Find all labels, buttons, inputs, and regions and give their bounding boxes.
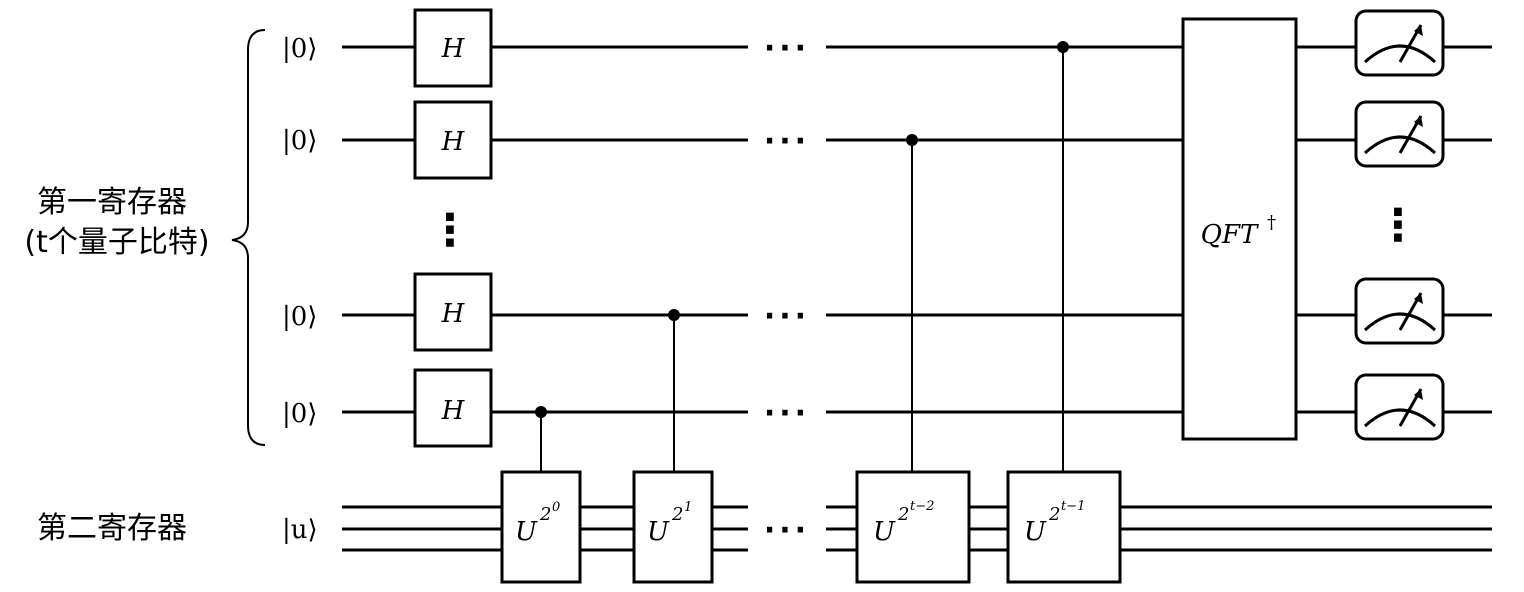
svg-text:2: 2	[897, 504, 909, 525]
controlled-u-gate-2pow-t-minus-2: U 2 t−2	[855, 470, 971, 584]
svg-text:U: U	[647, 517, 670, 547]
register2-label: 第二寄存器	[37, 511, 187, 546]
inverse-qft-gate: QFT †	[1181, 17, 1298, 441]
register2-ketu: |u⟩	[282, 515, 318, 545]
svg-text:U: U	[515, 517, 538, 547]
svg-text:t−2: t−2	[910, 499, 934, 514]
svg-text:H: H	[441, 34, 466, 64]
svg-text:H: H	[441, 127, 466, 157]
svg-text:U: U	[873, 517, 896, 547]
ellipsis-row3: ···	[764, 299, 810, 334]
svg-text:t−1: t−1	[1061, 499, 1085, 514]
svg-text:0: 0	[552, 500, 560, 515]
svg-text:2: 2	[671, 504, 683, 525]
measurement-meter-4	[1354, 373, 1445, 441]
ellipsis-row1: ···	[764, 31, 810, 66]
qubit3-ket0: |0⟩	[282, 302, 317, 332]
svg-text:†: †	[1267, 212, 1276, 233]
qubit1-ket0: |0⟩	[282, 34, 317, 64]
svg-text:QFT: QFT	[1201, 220, 1259, 250]
svg-text:2: 2	[1048, 504, 1060, 525]
qubit-wires	[342, 45, 1492, 414]
vdots-measure: ⋮	[1376, 200, 1424, 251]
svg-text:1: 1	[684, 500, 692, 515]
controlled-u-gate-2pow0: U 2 0	[500, 470, 582, 584]
controlled-u-gate-2pow-t-minus-1: U 2 t−1	[1006, 470, 1122, 584]
hadamard-gate-4: H	[413, 368, 493, 448]
control-dot-u1	[668, 309, 680, 321]
svg-text:U: U	[1024, 517, 1047, 547]
register1-label-line1: 第一寄存器	[37, 185, 187, 220]
hadamard-gate-3: H	[413, 272, 493, 352]
measurement-meter-1	[1354, 9, 1445, 77]
svg-text:2: 2	[539, 504, 551, 525]
svg-text:H: H	[441, 396, 466, 426]
vdots-hadamard: ⋮	[428, 205, 476, 256]
ellipsis-row2: ···	[764, 124, 810, 159]
control-dot-u0	[535, 406, 547, 418]
control-dot-ut1	[1057, 41, 1069, 53]
register1-label-line2: (t个量子比特)	[24, 225, 209, 260]
hadamard-gate-1: H	[413, 8, 493, 88]
measurement-meter-2	[1354, 100, 1445, 168]
register1-brace	[231, 29, 266, 446]
hadamard-gate-2: H	[413, 100, 493, 180]
control-lines	[540, 47, 1064, 472]
measurement-meter-3	[1354, 277, 1445, 345]
ellipsis-register2: ···	[764, 513, 810, 548]
control-dot-ut2	[906, 134, 918, 146]
qubit2-ket0: |0⟩	[282, 126, 317, 156]
ellipsis-row4: ···	[764, 396, 810, 431]
qubit4-ket0: |0⟩	[282, 399, 317, 429]
svg-text:H: H	[441, 299, 466, 329]
controlled-u-gate-2pow1: U 2 1	[632, 470, 714, 584]
